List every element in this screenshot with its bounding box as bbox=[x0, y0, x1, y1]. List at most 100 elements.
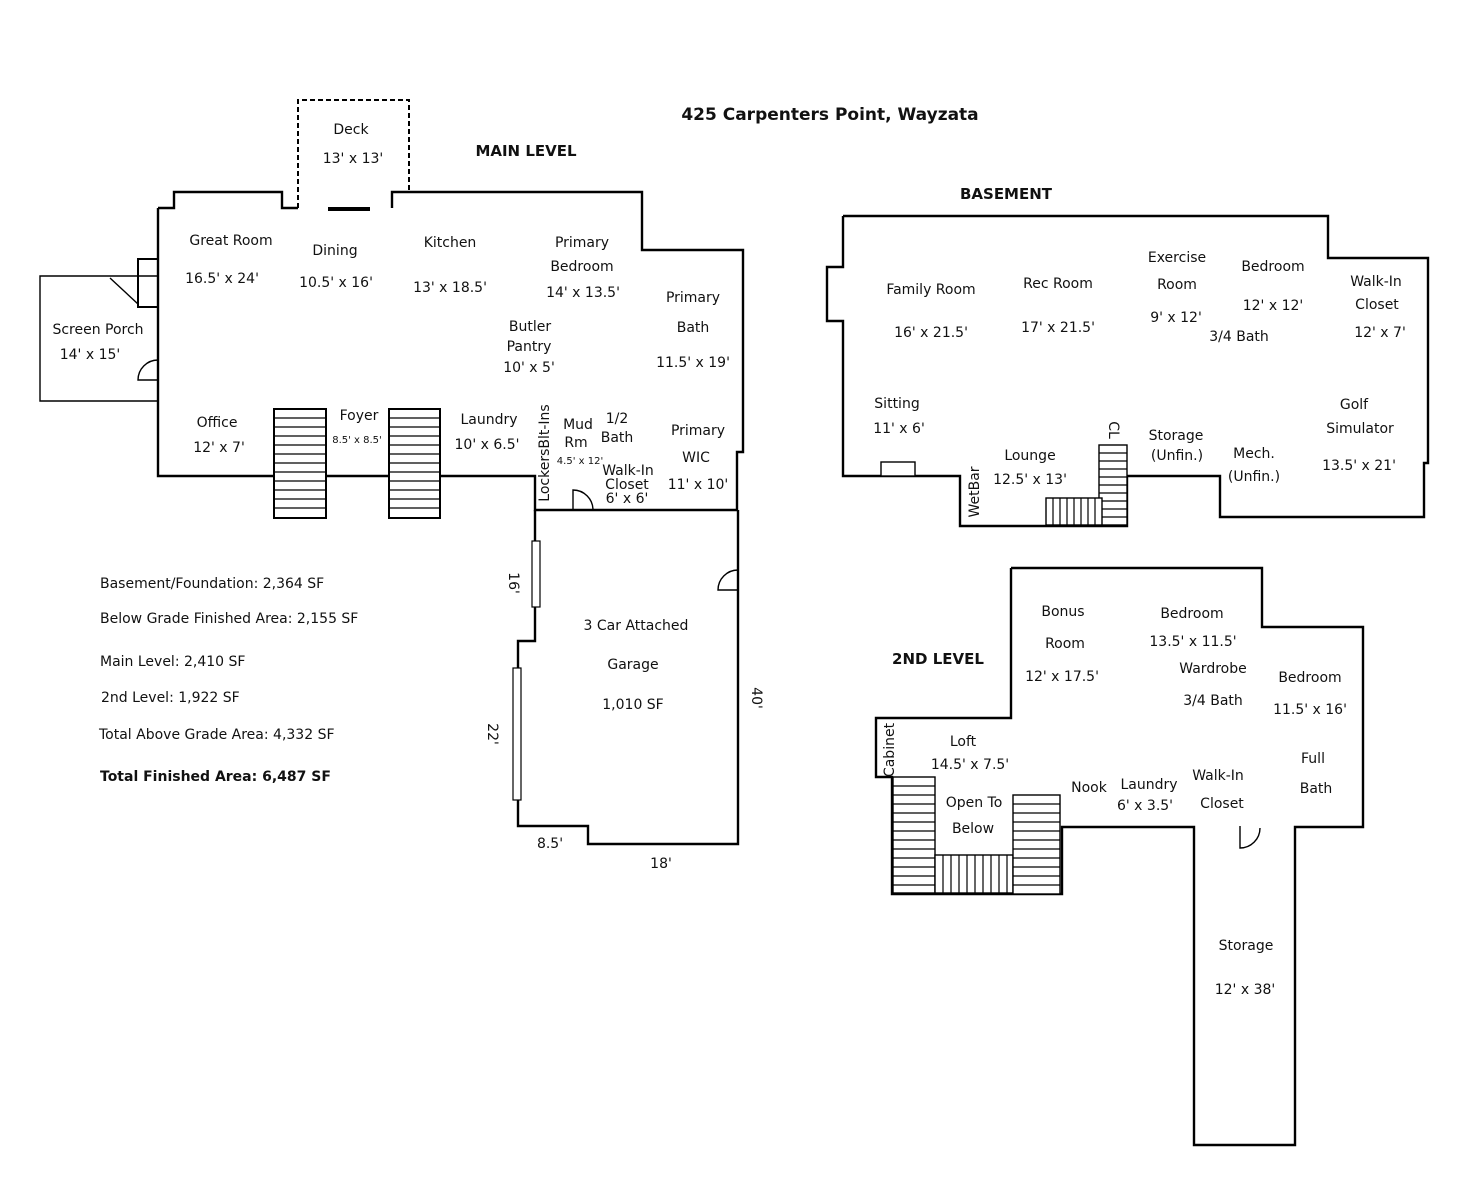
basement-bedroom-label: Bedroom bbox=[1241, 259, 1304, 275]
second-bedroom-a-label: Bedroom bbox=[1160, 606, 1223, 622]
lounge-label: Lounge bbox=[1004, 448, 1055, 464]
property-title: 425 Carpenters Point, Wayzata bbox=[681, 105, 978, 125]
lockers-label: LockersBlt-Ins bbox=[537, 404, 553, 501]
open-to-below-label-1: Open To bbox=[946, 795, 1003, 811]
rec-room-label: Rec Room bbox=[1023, 276, 1093, 292]
main-level-walls bbox=[39, 99, 745, 846]
full-bath-label-1: Full bbox=[1301, 751, 1325, 767]
wetbar-label: WetBar bbox=[967, 466, 983, 517]
office-label: Office bbox=[197, 415, 238, 431]
loft-dims: 14.5' x 7.5' bbox=[931, 757, 1009, 773]
basement-stairs-horizontal bbox=[1045, 497, 1103, 526]
summary-total-finished: Total Finished Area: 6,487 SF bbox=[100, 769, 331, 785]
family-room-dims: 16' x 21.5' bbox=[894, 325, 968, 341]
second-level-labels: Bonus Room 12' x 17.5' Bedroom 13.5' x 1… bbox=[882, 604, 1347, 998]
primary-bedroom-label-1: Primary bbox=[555, 235, 609, 251]
cabinet-label: Cabinet bbox=[882, 722, 898, 777]
sitting-dims: 11' x 6' bbox=[873, 421, 925, 437]
basement-stairs-vertical bbox=[1098, 444, 1128, 526]
summary-main-level: Main Level: 2,410 SF bbox=[100, 654, 246, 670]
primary-wic-label-1: Primary bbox=[671, 423, 725, 439]
exercise-room-label-2: Room bbox=[1157, 277, 1197, 293]
laundry-dims: 10' x 6.5' bbox=[455, 437, 520, 453]
walk-in-closet-dims: 6' x 6' bbox=[606, 491, 649, 507]
lounge-dims: 12.5' x 13' bbox=[993, 472, 1067, 488]
golf-dims: 13.5' x 21' bbox=[1322, 458, 1396, 474]
mud-room-dims: 4.5' x 12' bbox=[557, 456, 603, 467]
basement-closet-dims: 12' x 7' bbox=[1354, 325, 1406, 341]
kitchen-label: Kitchen bbox=[424, 235, 477, 251]
sitting-window bbox=[880, 461, 916, 477]
second-bedroom-b-dims: 11.5' x 16' bbox=[1273, 702, 1347, 718]
garage-label-1: 3 Car Attached bbox=[584, 618, 689, 634]
garage-label-2: Garage bbox=[607, 657, 658, 673]
mech-label-2: (Unfin.) bbox=[1228, 469, 1280, 485]
garage-door-2 bbox=[512, 667, 522, 801]
garage-dim-left-top: 16' bbox=[505, 572, 521, 594]
bonus-room-label-1: Bonus bbox=[1041, 604, 1084, 620]
dining-dims: 10.5' x 16' bbox=[299, 275, 373, 291]
mud-room-label-1: Mud bbox=[563, 417, 593, 433]
second-bedroom-a-dims: 13.5' x 11.5' bbox=[1149, 634, 1236, 650]
second-stairs-right bbox=[1012, 794, 1061, 895]
mud-room-label-2: Rm bbox=[564, 435, 587, 451]
porch-side-door bbox=[137, 359, 159, 381]
golf-label-2: Simulator bbox=[1326, 421, 1394, 437]
golf-label-1: Golf bbox=[1340, 397, 1369, 413]
second-closet-label-1: Walk-In bbox=[1192, 768, 1244, 784]
summary-basement: Basement/Foundation: 2,364 SF bbox=[100, 576, 325, 592]
basement-heading: BASEMENT bbox=[960, 185, 1053, 203]
second-laundry-label: Laundry bbox=[1120, 777, 1177, 793]
deck-outline bbox=[297, 99, 410, 208]
basement-bedroom-dims: 12' x 12' bbox=[1243, 298, 1304, 314]
walk-in-closet-label-1: Walk-In bbox=[602, 463, 654, 479]
sitting-label: Sitting bbox=[874, 396, 919, 412]
great-room-label: Great Room bbox=[189, 233, 272, 249]
butler-pantry-dims: 10' x 5' bbox=[503, 360, 555, 376]
primary-wic-label-2: WIC bbox=[682, 450, 710, 466]
second-closet-door bbox=[1239, 826, 1261, 849]
basement-closet-label-1: Walk-In bbox=[1350, 274, 1402, 290]
mech-label-1: Mech. bbox=[1233, 446, 1275, 462]
summary-below-grade: Below Grade Finished Area: 2,155 SF bbox=[100, 611, 359, 627]
summary-second-level: 2nd Level: 1,922 SF bbox=[101, 690, 240, 706]
bonus-room-dims: 12' x 17.5' bbox=[1025, 669, 1099, 685]
loft-label: Loft bbox=[950, 734, 977, 750]
full-bath-label-2: Bath bbox=[1300, 781, 1333, 797]
great-room-dims: 16.5' x 24' bbox=[185, 271, 259, 287]
screen-porch-label: Screen Porch bbox=[52, 322, 143, 338]
wardrobe-label: Wardrobe bbox=[1179, 661, 1246, 677]
screen-porch-outline bbox=[39, 275, 158, 402]
main-level-labels: Deck 13' x 13' Great Room 16.5' x 24' Di… bbox=[52, 122, 764, 872]
half-bath-label-2: Bath bbox=[601, 430, 634, 446]
second-storage-dims: 12' x 38' bbox=[1215, 982, 1276, 998]
closet-door-swing bbox=[572, 489, 594, 511]
rec-room-dims: 17' x 21.5' bbox=[1021, 320, 1095, 336]
second-stairs-bottom bbox=[934, 854, 1014, 894]
garage-dim-left-bottom: 22' bbox=[484, 723, 500, 745]
basement-bath-label: 3/4 Bath bbox=[1209, 329, 1269, 345]
second-bath-label: 3/4 Bath bbox=[1183, 693, 1243, 709]
main-outline bbox=[156, 190, 745, 512]
screen-porch-door bbox=[109, 277, 139, 306]
exercise-room-dims: 9' x 12' bbox=[1150, 310, 1202, 326]
basement-closet-label-2: Closet bbox=[1355, 297, 1399, 313]
garage-dim-right: 40' bbox=[748, 687, 764, 709]
nook-label: Nook bbox=[1071, 780, 1108, 796]
second-closet-label-2: Closet bbox=[1200, 796, 1244, 812]
office-dims: 12' x 7' bbox=[193, 440, 245, 456]
bonus-room-label-2: Room bbox=[1045, 636, 1085, 652]
butler-pantry-label-1: Butler bbox=[509, 319, 551, 335]
open-to-below-label-2: Below bbox=[952, 821, 994, 837]
garage-area: 1,010 SF bbox=[602, 697, 663, 713]
second-level-outline bbox=[874, 566, 1365, 1147]
second-level-heading: 2ND LEVEL bbox=[892, 650, 984, 668]
main-stairs-left bbox=[273, 408, 327, 519]
porch-door-frame bbox=[137, 258, 159, 308]
primary-wic-dims: 11' x 10' bbox=[668, 477, 729, 493]
basement-storage-label-1: Storage bbox=[1149, 428, 1204, 444]
primary-bath-label-1: Primary bbox=[666, 290, 720, 306]
deck-label: Deck bbox=[333, 122, 369, 138]
foyer-dims: 8.5' x 8.5' bbox=[332, 435, 382, 446]
